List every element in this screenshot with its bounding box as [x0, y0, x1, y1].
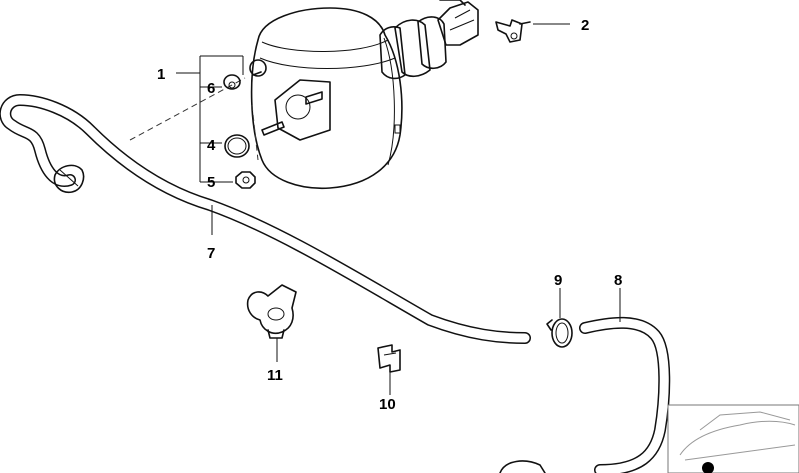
callout-2: 2	[581, 17, 589, 34]
part-8-hose	[499, 316, 671, 473]
callout-5: 5	[207, 174, 215, 191]
callout-4: 4	[207, 137, 216, 154]
callout-10: 10	[379, 396, 396, 413]
callout-6: 6	[207, 80, 215, 97]
callout-11: 11	[267, 367, 283, 384]
part-9-hose-clamp	[546, 318, 573, 348]
booster-boot	[379, 0, 479, 80]
brake-booster	[249, 7, 403, 190]
vehicle-locator-thumbnail	[667, 404, 799, 473]
callout-8: 8	[614, 272, 622, 289]
leader-1-bracket	[176, 55, 244, 183]
callout-7: 7	[207, 245, 215, 262]
part-2-clip	[495, 19, 531, 43]
part-10-grommet	[377, 344, 401, 373]
part-7-vacuum-hose	[0, 94, 531, 344]
callout-1: 1	[157, 66, 165, 83]
callout-9: 9	[554, 272, 562, 289]
alignment-line	[129, 77, 246, 141]
part-5-nut	[235, 171, 256, 189]
part-4-seal-ring	[224, 134, 250, 158]
part-6-nut	[223, 74, 241, 90]
part-11-check-valve	[246, 284, 297, 339]
